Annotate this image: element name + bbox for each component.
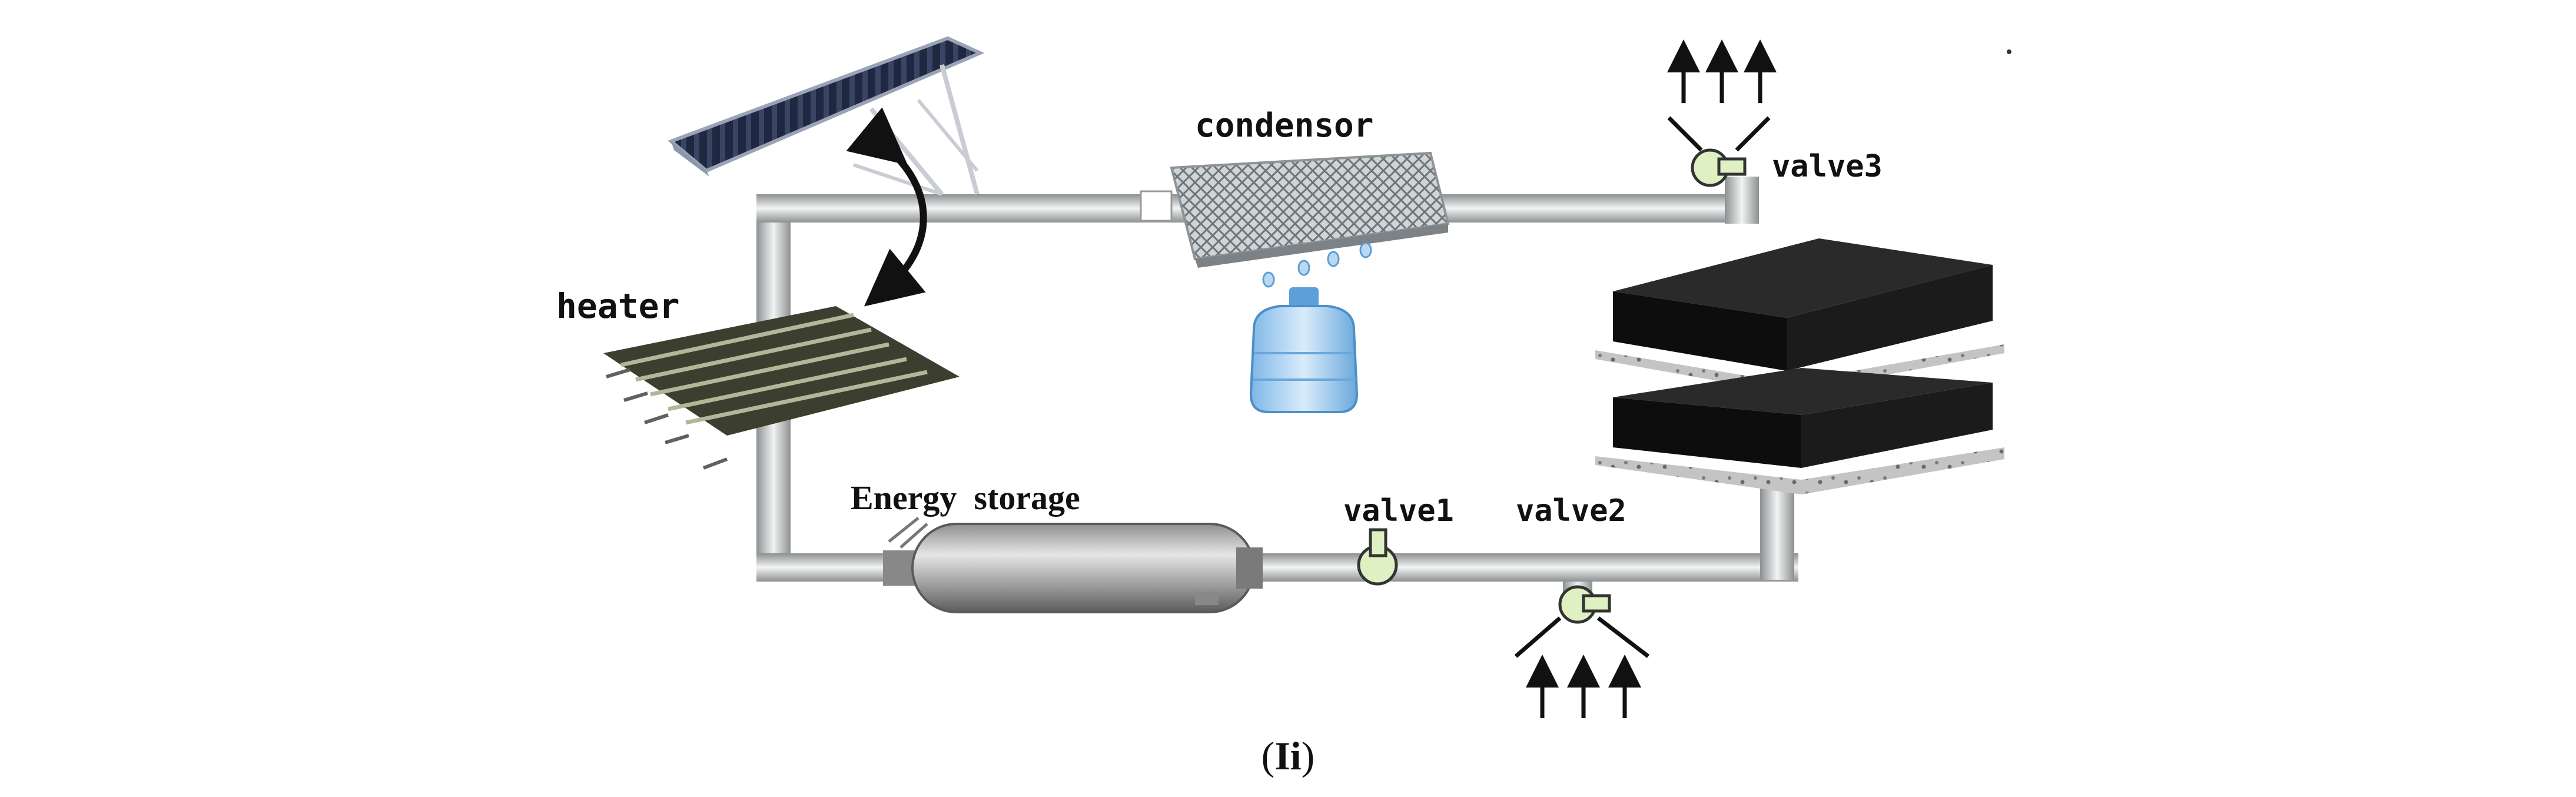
label-valve1: valve1 (1343, 493, 1454, 529)
label-heater: heater (556, 286, 680, 326)
label-energy-storage: Energy storage (851, 479, 1080, 517)
solar-collector-icon (668, 36, 985, 196)
label-valve2: valve2 (1516, 493, 1626, 529)
caption-close-paren: ) (1302, 733, 1315, 778)
caption-open-paren: ( (1262, 733, 1275, 778)
label-valve3: valve3 (1772, 149, 1883, 184)
storage-tank-icon (883, 517, 1263, 613)
label-condensor: condensor (1195, 107, 1373, 145)
water-bottle-icon (1249, 287, 1359, 413)
inlet-arrows-icon (1514, 616, 1650, 718)
figure-caption: (Ii) (1262, 733, 1315, 778)
outlet-arrows-icon (1667, 39, 1777, 152)
adsorbent-bed-icon (1595, 238, 2004, 494)
valve-icon (1357, 148, 1747, 624)
heater-panel-icon (603, 306, 960, 470)
caption-label: Ii (1274, 733, 1301, 778)
condensor-icon (1140, 151, 1450, 288)
rotation-arrow-icon (846, 107, 927, 307)
stray-dot (2007, 49, 2011, 54)
